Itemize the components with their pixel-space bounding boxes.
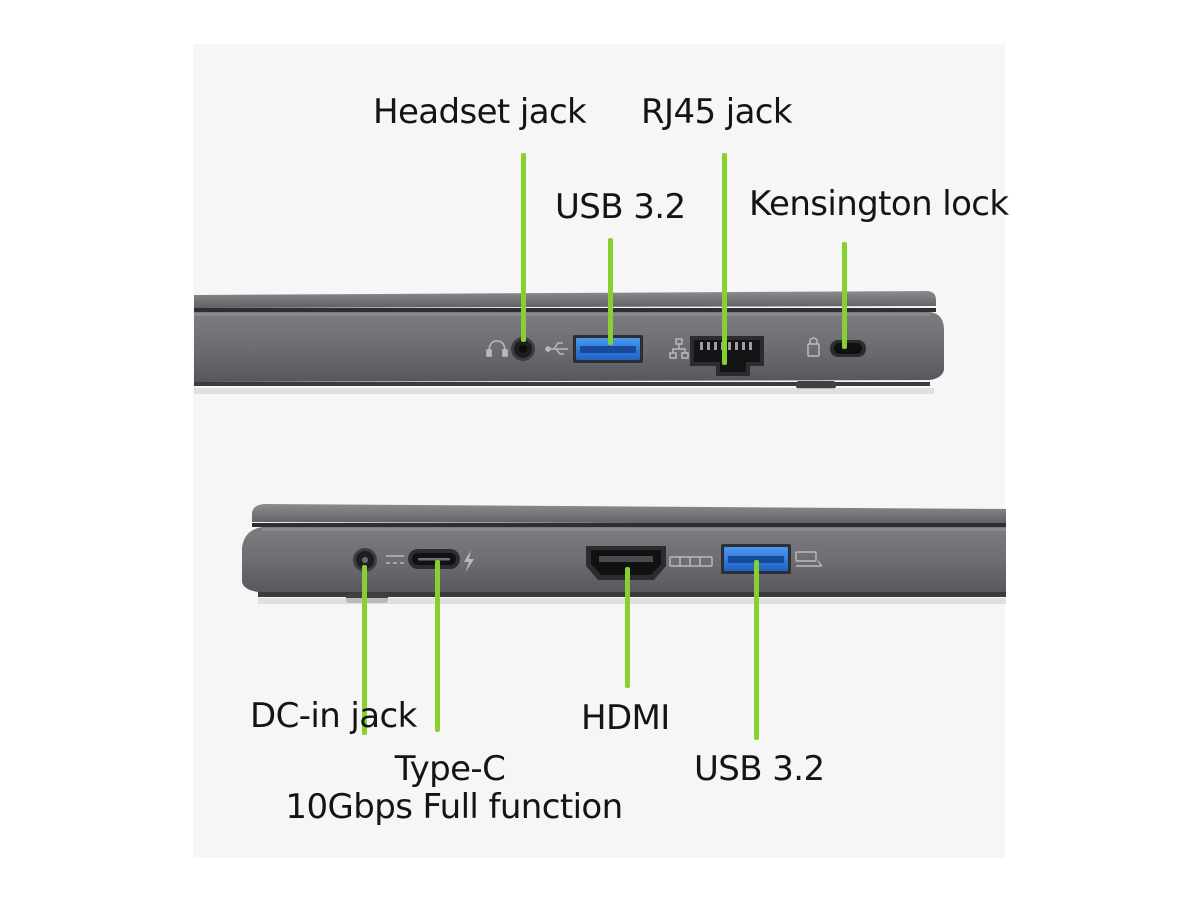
top-laptop-view <box>194 291 944 394</box>
top-lid <box>194 291 936 308</box>
usb-port-bottom <box>721 544 791 574</box>
headset-icon <box>486 340 508 357</box>
kensington-slot <box>830 340 866 357</box>
network-icon <box>669 338 689 359</box>
top-table-shadow <box>194 388 934 394</box>
power-icon <box>386 555 404 564</box>
dc-in-jack <box>353 548 377 572</box>
top-foot <box>796 381 836 389</box>
leader-rj45 <box>722 153 727 365</box>
usb-icon <box>545 342 568 355</box>
top-body-highlight <box>194 313 930 316</box>
rj45-port <box>690 336 764 376</box>
thunderbolt-icon <box>464 550 474 573</box>
bottom-laptop-view <box>242 504 1006 604</box>
label-hdmi: HDMI <box>581 698 670 738</box>
type-c-port <box>408 549 460 569</box>
leader-kensington <box>842 242 847 349</box>
hdmi-port <box>586 546 666 580</box>
label-type-c: Type-C <box>394 749 506 789</box>
hdmi-icon <box>669 556 713 567</box>
top-hinge-gap <box>194 308 936 312</box>
leader-usb-top <box>608 238 613 345</box>
label-usb-bottom: USB 3.2 <box>694 749 825 789</box>
lock-icon <box>807 337 820 357</box>
usb-port-top <box>573 335 643 363</box>
leader-usb-bottom <box>754 560 759 740</box>
top-bottom-edge <box>194 382 930 386</box>
label-kensington-lock: Kensington lock <box>749 184 1009 224</box>
headset-jack <box>511 337 535 361</box>
leader-headset-jack <box>521 153 526 342</box>
label-usb-top: USB 3.2 <box>555 187 686 227</box>
leader-hdmi <box>625 567 630 688</box>
leader-dc-in <box>362 565 367 735</box>
label-headset-jack: Headset jack <box>373 92 587 132</box>
label-type-c-spec: 10Gbps Full function <box>285 787 623 827</box>
label-dc-in-jack: DC-in jack <box>250 696 417 736</box>
bottom-bottom-edge <box>258 592 1006 597</box>
label-rj45-jack: RJ45 jack <box>641 92 793 132</box>
leader-type-c <box>435 560 440 732</box>
background-panel <box>193 44 1005 858</box>
bottom-hinge-gap <box>252 523 1006 527</box>
bottom-table-shadow <box>258 598 1006 604</box>
usb-icon <box>795 551 823 567</box>
bottom-body-highlight <box>262 528 1006 531</box>
bottom-lid <box>252 504 1006 524</box>
